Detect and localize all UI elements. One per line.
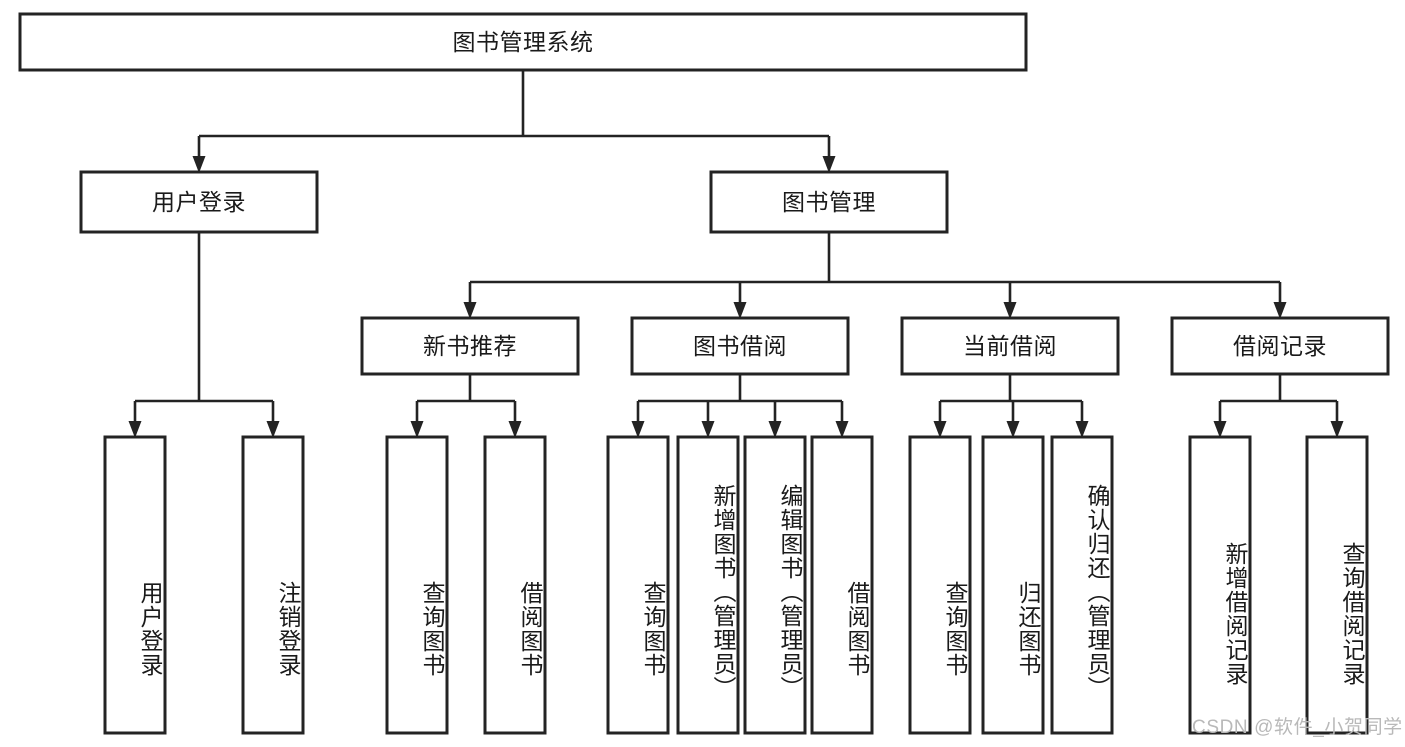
edges-layer [128,70,1344,438]
node-box-leaf-user-login[interactable] [103,435,167,735]
arrow-head-user-login [192,156,206,173]
arrow-head-book-manage [822,156,836,173]
edge-group-borrow-record [1213,374,1344,438]
node-box-leaf-query-book-3[interactable] [908,435,972,735]
edge-group-current-borrow [933,374,1089,438]
arrow-head-leaf-user-logout [266,421,280,438]
arrow-head-current-borrow [1003,302,1017,319]
arrow-head-leaf-user-login [128,421,142,438]
node-box-leaf-confirm-return[interactable] [1050,435,1114,735]
node-box-leaf-edit-book-admin[interactable] [743,435,807,735]
node-box-leaf-user-logout[interactable] [241,435,305,735]
node-box-book-borrow[interactable] [630,316,850,376]
node-box-book-manage[interactable] [709,170,949,234]
node-box-root[interactable] [18,12,1028,72]
arrow-head-leaf-borrow-book-2 [835,421,849,438]
arrow-head-new-book-rec [463,302,477,319]
arrow-head-leaf-query-record [1330,421,1344,438]
node-box-current-borrow[interactable] [900,316,1120,376]
edge-group-book-manage [463,232,1287,319]
arrow-head-leaf-add-record [1213,421,1227,438]
node-box-user-login[interactable] [79,170,319,234]
arrow-head-leaf-edit-book-admin [768,421,782,438]
arrow-head-leaf-confirm-return [1075,421,1089,438]
node-box-new-book-rec[interactable] [360,316,580,376]
nodes-layer [18,12,1390,735]
arrow-head-leaf-borrow-book-1 [508,421,522,438]
arrow-head-leaf-add-book-admin [701,421,715,438]
arrow-head-leaf-return-book [1006,421,1020,438]
edge-group-book-borrow [631,374,849,438]
arrow-head-leaf-query-book-3 [933,421,947,438]
node-box-leaf-return-book[interactable] [981,435,1045,735]
node-box-leaf-query-record[interactable] [1305,435,1369,735]
edge-group-new-book-rec [410,374,522,438]
arrow-head-leaf-query-book-1 [410,421,424,438]
node-box-leaf-borrow-book-2[interactable] [810,435,874,735]
node-box-leaf-query-book-1[interactable] [385,435,449,735]
arrow-head-book-borrow [733,302,747,319]
arrow-head-leaf-query-book-2 [631,421,645,438]
arrow-head-borrow-record [1273,302,1287,319]
node-box-leaf-add-record[interactable] [1188,435,1252,735]
node-box-borrow-record[interactable] [1170,316,1390,376]
node-box-leaf-add-book-admin[interactable] [676,435,740,735]
edge-group-user-login [128,232,280,438]
edge-group-root [192,70,836,173]
node-box-leaf-borrow-book-1[interactable] [483,435,547,735]
node-box-leaf-query-book-2[interactable] [606,435,670,735]
